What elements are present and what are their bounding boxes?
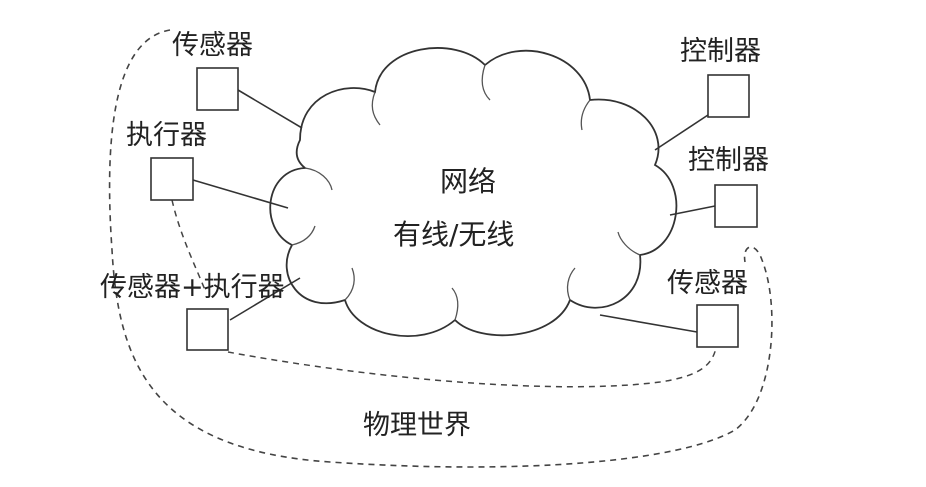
cloud-subtitle: 有线/无线 [393,218,515,251]
link-sensor-top [237,89,303,129]
sensor-actuator-box [186,308,229,351]
controller-mid-box [714,184,758,228]
controller-mid-label: 控制器 [688,145,769,176]
link-controller-mid [669,205,716,216]
cloud-title: 网络 [440,165,497,198]
link-sensor-right [599,314,698,333]
sensor-top-left-label: 传感器 [172,30,253,61]
sensor-right-box [696,304,739,348]
link-actuator [192,179,289,209]
controller-top-label: 控制器 [680,36,761,67]
sensor-top-left-box [196,67,239,111]
dashed-link-bottom [227,347,717,388]
cloud-inner-arcs [291,64,641,321]
actuator-left-label: 执行器 [126,120,207,151]
link-sensor-actuator [229,277,301,321]
sensor-right-label: 传感器 [667,268,748,299]
link-controller-top [654,114,709,151]
physical-world-boundary [108,29,773,468]
network-cloud [269,47,678,337]
actuator-left-box [150,157,194,201]
sensor-actuator-label: 传感器+执行器 [100,272,285,303]
node-boxes [150,67,758,351]
controller-top-box [707,74,750,118]
physical-world-label: 物理世界 [363,410,471,441]
connections [192,89,716,333]
